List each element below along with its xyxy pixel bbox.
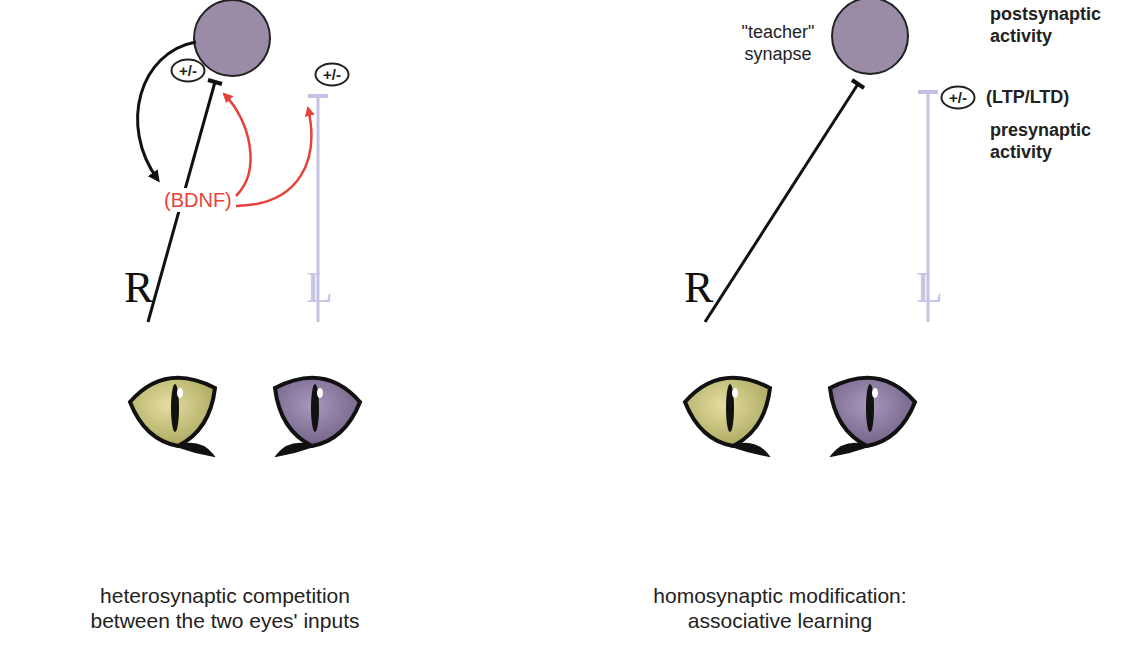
sign-text: +/- bbox=[949, 90, 967, 105]
synapse-terminal bbox=[852, 80, 864, 88]
plasticity-sign: +/- bbox=[940, 85, 976, 110]
synapse-terminal bbox=[918, 90, 938, 94]
bdnf-label: (BDNF) bbox=[162, 188, 234, 212]
synapse-terminal bbox=[308, 94, 328, 98]
bdnf-arrow bbox=[236, 108, 311, 206]
plasticity-sign: +/- bbox=[170, 58, 206, 83]
retrograde-arrow bbox=[138, 42, 196, 180]
teacher-axon bbox=[705, 84, 858, 322]
annotation: postsynaptic activity bbox=[990, 4, 1128, 47]
plasticity-sign: +/- bbox=[314, 62, 350, 87]
eye-letter: L bbox=[916, 262, 943, 315]
cat-eyes bbox=[130, 378, 360, 455]
sign-text: +/- bbox=[179, 63, 197, 78]
postsynaptic-neuron bbox=[832, 0, 908, 74]
caption-text: homosynaptic modification: associative l… bbox=[630, 583, 930, 633]
annotation: presynaptic activity bbox=[990, 120, 1128, 163]
bdnf-arrow bbox=[224, 94, 251, 196]
annotation: (LTP/LTD) bbox=[986, 87, 1069, 109]
synapse-terminal bbox=[208, 80, 222, 84]
eye-letter: L bbox=[306, 262, 333, 315]
cat-eyes bbox=[685, 378, 915, 455]
postsynaptic-neuron bbox=[194, 0, 270, 76]
eye-letter: R bbox=[124, 262, 153, 315]
sign-text: +/- bbox=[323, 67, 341, 82]
annotation: "teacher" synapse bbox=[728, 22, 828, 65]
eye-letter: R bbox=[684, 262, 713, 315]
caption-text: heterosynaptic competition between the t… bbox=[75, 583, 375, 633]
